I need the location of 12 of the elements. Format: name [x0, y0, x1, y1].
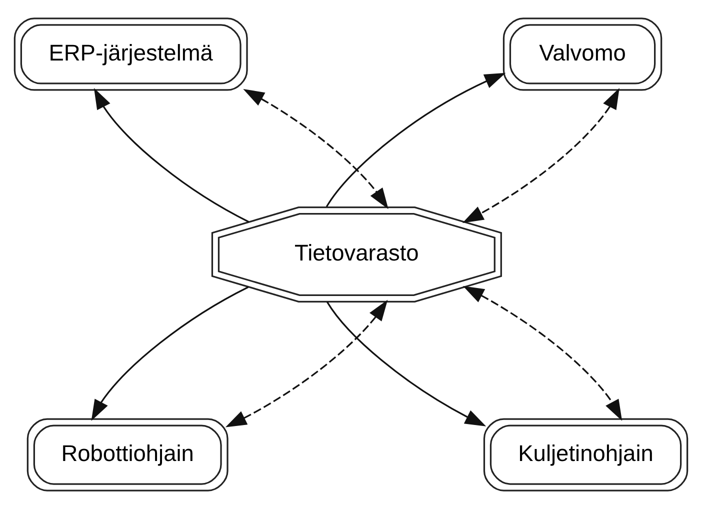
- node-box: ERP-järjestelmä: [14, 17, 248, 90]
- arrow: [243, 88, 388, 209]
- arrow: [91, 286, 249, 420]
- arrow: [326, 72, 506, 207]
- node-box: Kuljetinohjain: [483, 418, 688, 491]
- node-box: Valvomo: [502, 17, 662, 90]
- arrow: [462, 88, 620, 222]
- arrow: [462, 285, 622, 420]
- arrow: [94, 88, 250, 222]
- arrow: [326, 300, 486, 426]
- node-box: Robottiohjain: [26, 418, 228, 491]
- arrow: [225, 299, 388, 427]
